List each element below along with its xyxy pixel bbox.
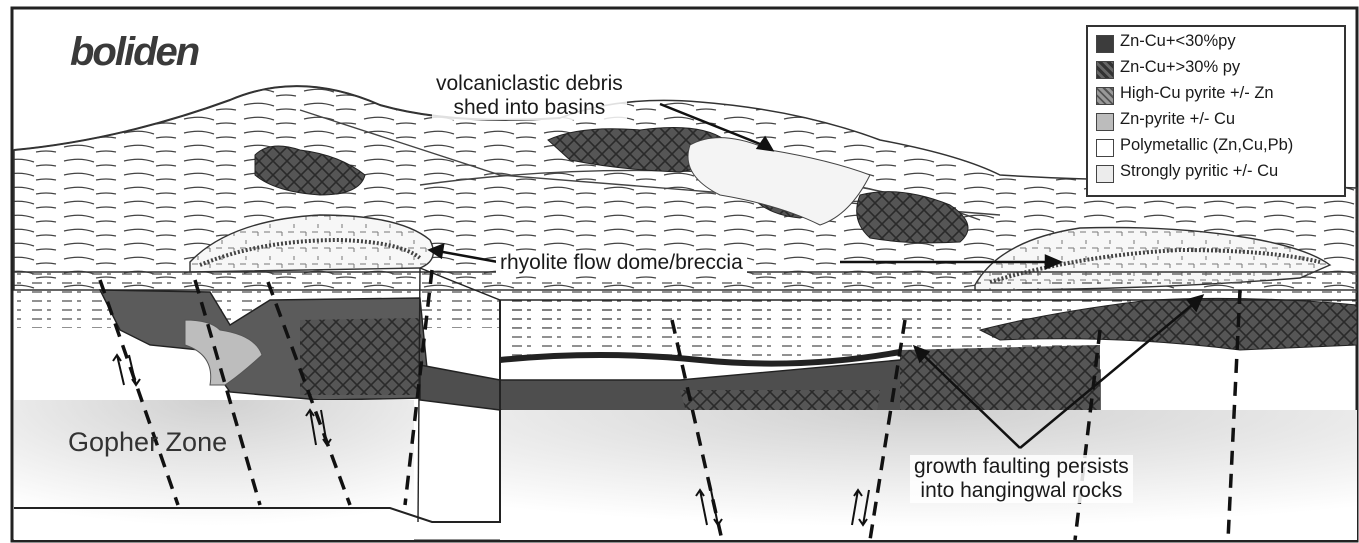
label-volcaniclastic-line-2: shed into basins xyxy=(436,96,623,120)
legend-swatch xyxy=(1096,139,1114,157)
legend-label: High-Cu pyrite +/- Zn xyxy=(1120,84,1274,103)
legend-label: Polymetallic (Zn,Cu,Pb) xyxy=(1120,136,1293,155)
legend-label: Zn-Cu+>30% py xyxy=(1120,58,1240,77)
legend-item: Polymetallic (Zn,Cu,Pb) xyxy=(1096,135,1346,159)
label-growth-faulting: growth faulting persists into hangingwal… xyxy=(910,455,1133,503)
legend: Zn-Cu+<30%py Zn-Cu+>30% py High-Cu pyrit… xyxy=(1086,25,1346,197)
legend-label: Zn-pyrite +/- Cu xyxy=(1120,110,1235,129)
legend-label: Zn-Cu+<30%py xyxy=(1120,32,1236,51)
footwall-left xyxy=(14,400,414,540)
legend-item: High-Cu pyrite +/- Zn xyxy=(1096,83,1346,107)
legend-item: Strongly pyritic +/- Cu xyxy=(1096,161,1346,185)
label-volcaniclastic: volcaniclastic debris shed into basins xyxy=(432,72,627,120)
legend-swatch xyxy=(1096,165,1114,183)
legend-item: Zn-Cu+<30%py xyxy=(1096,31,1346,55)
legend-swatch xyxy=(1096,87,1114,105)
legend-item: Zn-pyrite +/- Cu xyxy=(1096,109,1346,133)
legend-swatch xyxy=(1096,61,1114,79)
label-volcaniclastic-line-1: volcaniclastic debris xyxy=(436,72,623,96)
legend-swatch xyxy=(1096,113,1114,131)
label-gopher-zone: Gopher Zone xyxy=(64,430,231,454)
legend-item: Zn-Cu+>30% py xyxy=(1096,57,1346,81)
label-growth-line-2: into hangingwal rocks xyxy=(914,479,1129,503)
legend-swatch xyxy=(1096,35,1114,53)
logo-text: boliden xyxy=(70,30,198,75)
label-growth-line-1: growth faulting persists xyxy=(914,455,1129,479)
label-rhyolite: rhyolite flow dome/breccia xyxy=(496,251,747,275)
legend-label: Strongly pyritic +/- Cu xyxy=(1120,162,1278,181)
